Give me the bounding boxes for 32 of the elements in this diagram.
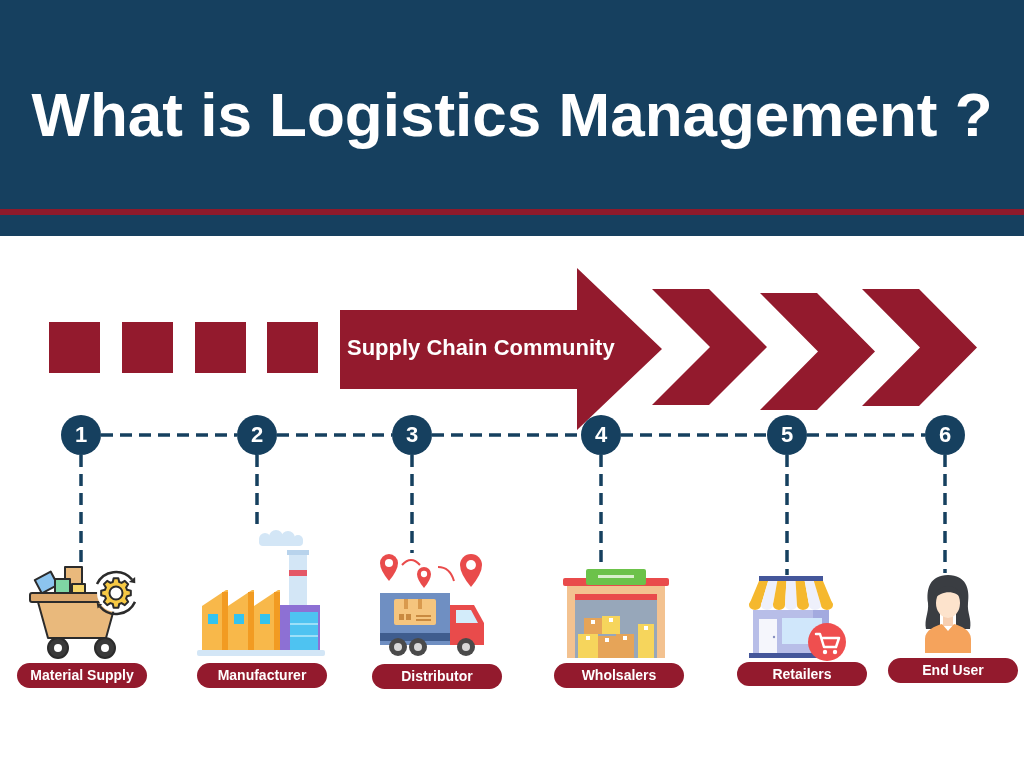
shop-icon (747, 575, 847, 662)
dashed-connector (79, 455, 83, 562)
step-number: 1 (61, 415, 101, 455)
step-number: 3 (392, 415, 432, 455)
chevron-shape (652, 289, 767, 405)
dashed-connector (785, 455, 789, 575)
stage-label: Material Supply (17, 663, 147, 688)
step-number: 5 (767, 415, 807, 455)
stage-label: Distributor (372, 664, 502, 689)
square-block (122, 322, 173, 373)
step-number: 2 (237, 415, 277, 455)
dashed-connector (410, 455, 414, 553)
stage-label: Retailers (737, 662, 867, 686)
title: What is Logistics Management ? (31, 80, 993, 150)
stage-label: Wholsalers (554, 663, 684, 688)
square-block (49, 322, 100, 373)
chevron-shape (760, 293, 875, 410)
dashed-connector (101, 433, 237, 437)
delivery-truck-icon (378, 553, 486, 657)
arrow-label: Supply Chain Community (347, 335, 615, 361)
stage-label: Manufacturer (197, 663, 327, 688)
stage-label: End User (888, 658, 1018, 683)
factory-icon (197, 530, 325, 657)
step-number: 6 (925, 415, 965, 455)
dashed-connector (621, 433, 767, 437)
square-block (195, 322, 246, 373)
warehouse-icon (562, 568, 670, 658)
chevron-shape (862, 289, 977, 406)
dashed-connector (943, 455, 947, 573)
dashed-connector (807, 433, 925, 437)
square-block (267, 322, 318, 373)
step-number: 4 (581, 415, 621, 455)
